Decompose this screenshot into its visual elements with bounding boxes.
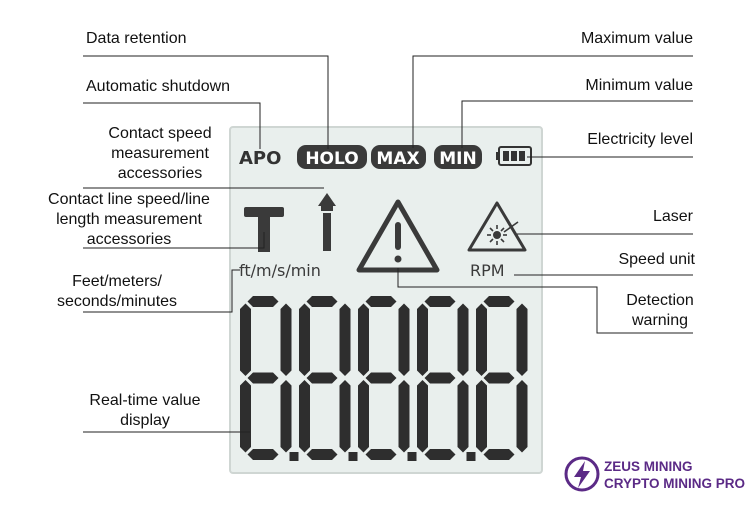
minimum-value-label: Minimum value	[585, 77, 693, 94]
maximum-value-label: Maximum value	[580, 30, 693, 47]
laser-label: Laser	[652, 208, 693, 225]
holo-indicator: HOLO	[305, 149, 358, 169]
callout-line-units	[83, 269, 240, 313]
callout-line-data-retention	[83, 55, 329, 149]
electricity-level-label: Electricity level	[587, 131, 693, 148]
holo-indicator-box	[297, 145, 367, 169]
apo-indicator: APO	[239, 148, 281, 169]
callout-line-maximum	[412, 55, 693, 148]
speed-unit-label: Speed unit	[618, 251, 695, 268]
realtime-display-label: Real-time value display	[89, 392, 201, 429]
laser-icon	[467, 201, 527, 252]
automatic-shutdown-label: Automatic shutdown	[86, 78, 231, 95]
callout-line-automatic-shutdown	[83, 102, 261, 149]
units-label: Feet/meters/ seconds/minutes	[56, 273, 178, 310]
segment-digit	[476, 296, 528, 460]
battery-icon	[496, 146, 532, 166]
contact-line-accessories-label: Contact line speed/line length measureme…	[48, 191, 210, 248]
decimal-point	[407, 452, 417, 461]
seven-segment-display	[240, 296, 528, 461]
zeus-mining-logo	[564, 456, 600, 492]
min-indicator-box	[434, 145, 482, 169]
contact-tip-icon	[318, 193, 336, 251]
detection-warning-label: Detection warning	[626, 292, 694, 329]
segment-digit	[299, 296, 358, 461]
callout-lines	[83, 55, 693, 433]
contact-speed-accessories-label: Contact speed measurement accessories	[108, 125, 212, 182]
segment-digit	[240, 296, 299, 461]
callout-line-minimum	[461, 100, 693, 148]
logo-text: ZEUS MINING CRYPTO MINING PRO	[604, 459, 746, 491]
segment-digit	[417, 296, 476, 461]
rpm-indicator: RPM	[470, 261, 505, 280]
units-indicator: ft/m/s/min	[239, 261, 321, 280]
max-indicator-box	[371, 145, 426, 169]
decimal-point	[348, 452, 358, 461]
callout-line-contact-line	[83, 232, 265, 249]
callout-line-detection	[397, 268, 693, 334]
data-retention-label: Data retention	[86, 30, 187, 47]
decimal-point	[466, 452, 476, 461]
min-indicator: MIN	[439, 149, 476, 169]
decimal-point	[289, 452, 299, 461]
segment-digit	[358, 296, 417, 461]
max-indicator: MAX	[376, 149, 419, 169]
